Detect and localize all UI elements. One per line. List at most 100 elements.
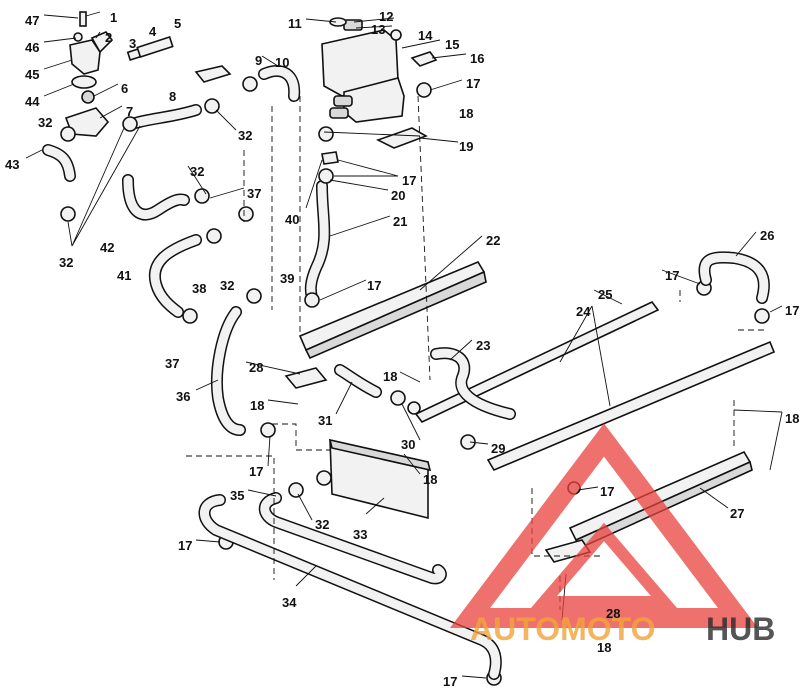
callout-c9: 9: [255, 53, 262, 68]
callout-c7: 7: [126, 104, 133, 119]
callout-c46: 46: [25, 40, 39, 55]
callout-c34: 34: [282, 595, 297, 610]
callout-c2: 2: [105, 30, 112, 45]
callout-c36: 36: [176, 389, 190, 404]
brackets: [284, 367, 592, 563]
clamp: [60, 206, 76, 222]
heat-exchanger-22-fin: [304, 270, 487, 360]
pump-fitting: [329, 107, 349, 119]
callout-c17f: 17: [249, 464, 263, 479]
callout-c17b: 17: [402, 173, 416, 188]
callout-c44: 44: [25, 94, 40, 109]
clamp: [260, 422, 276, 438]
callout-c39: 39: [280, 271, 294, 286]
assembly-lines: [186, 95, 766, 610]
callout-c17h: 17: [178, 538, 192, 553]
gasket-44: [71, 75, 97, 89]
callout-c15: 15: [445, 37, 459, 52]
clamp: [194, 188, 210, 204]
callout-c41: 41: [117, 268, 131, 283]
coolant-reservoir-assembly: [321, 17, 438, 165]
callout-c32c: 32: [190, 164, 204, 179]
clamp: [318, 126, 334, 142]
callout-c17d: 17: [665, 268, 679, 283]
callout-c22: 22: [486, 233, 500, 248]
callout-c37b: 37: [165, 356, 179, 371]
callout-c18e: 18: [785, 411, 799, 426]
callout-c17a: 17: [466, 76, 480, 91]
callout-c30: 30: [401, 437, 415, 452]
callout-c43: 43: [5, 157, 19, 172]
callout-c23: 23: [476, 338, 490, 353]
callout-c47: 47: [25, 13, 39, 28]
callout-c26: 26: [760, 228, 774, 243]
callout-c31: 31: [318, 413, 332, 428]
heat-exchanger-24-lower: [486, 340, 776, 472]
baffle-33-edge: [328, 438, 432, 472]
callout-c19: 19: [459, 139, 473, 154]
callout-c28b: 28: [606, 606, 620, 621]
callout-c45: 45: [25, 67, 39, 82]
callout-c32d: 32: [59, 255, 73, 270]
watermark-brand-part2: HUB: [706, 611, 775, 647]
clamp: [204, 98, 220, 114]
gasket-plate-5: [136, 35, 174, 59]
callout-c6: 6: [121, 81, 128, 96]
callout-c17i: 17: [443, 674, 457, 689]
washer-14: [390, 29, 402, 41]
callout-c21: 21: [393, 214, 407, 229]
callout-c14: 14: [418, 28, 433, 43]
clamp: [390, 390, 406, 406]
callout-c18b: 18: [250, 398, 264, 413]
callout-c16: 16: [470, 51, 484, 66]
long-coolant-tubes: [198, 492, 502, 680]
thermostat-6: [81, 90, 95, 104]
thermostat-housing-assembly: [64, 11, 232, 137]
callout-c18a: 18: [459, 106, 473, 121]
callout-c42: 42: [100, 240, 114, 255]
mounting-bracket-19: [375, 127, 428, 149]
leader-lines: [25, 11, 783, 679]
callout-c18f: 18: [597, 640, 611, 655]
callout-c3: 3: [129, 36, 136, 51]
tee-fitting-40: [321, 151, 339, 165]
callout-c10: 10: [275, 55, 289, 70]
callout-c17e: 17: [785, 303, 799, 318]
bracket-16: [410, 51, 438, 67]
thermostat-cover: [69, 39, 101, 75]
bleed-screw: [79, 11, 87, 27]
heat-exchanger-22: [298, 260, 486, 352]
clamp: [754, 308, 770, 324]
callout-c4: 4: [149, 24, 157, 39]
clamp: [246, 288, 262, 304]
bracket-28-upper: [284, 367, 328, 389]
callout-c25: 25: [598, 287, 612, 302]
clamp: [416, 82, 432, 98]
callout-c29: 29: [491, 441, 505, 456]
callout-c24: 24: [576, 304, 591, 319]
clamp: [182, 308, 198, 324]
callout-c5: 5: [174, 16, 181, 31]
callout-c28a: 28: [249, 360, 263, 375]
callout-c18d: 18: [423, 472, 437, 487]
callout-c18c: 18: [383, 369, 397, 384]
cap-seal: [329, 17, 347, 27]
watermark-triangle-inner: [530, 522, 678, 608]
pump-fitting: [333, 95, 353, 107]
callout-c32a: 32: [38, 115, 52, 130]
washer-46: [73, 32, 83, 42]
callout-c38: 38: [192, 281, 206, 296]
callout-c12: 12: [379, 9, 393, 24]
callout-c27: 27: [730, 506, 744, 521]
clamp: [288, 482, 304, 498]
callout-c20: 20: [391, 188, 405, 203]
callout-c11: 11: [288, 16, 302, 31]
callout-c35: 35: [230, 488, 244, 503]
callout-c17c: 17: [367, 278, 381, 293]
callout-c40: 40: [285, 212, 299, 227]
clamp: [316, 470, 332, 486]
callout-c37a: 37: [247, 186, 261, 201]
clamp: [122, 116, 138, 132]
